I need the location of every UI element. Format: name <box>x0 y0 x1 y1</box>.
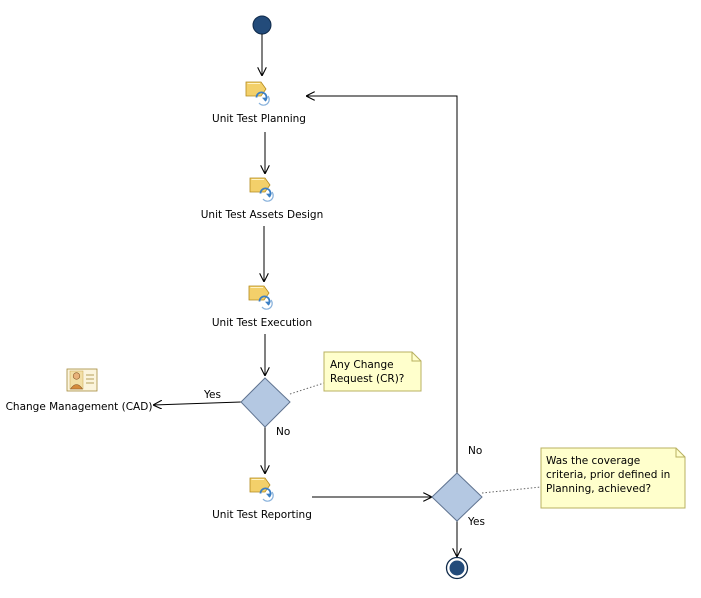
role-change-management[interactable]: Change Management (CAD) <box>6 368 153 413</box>
edge-cr-yes-to-change-management <box>153 402 242 405</box>
note-change-request[interactable]: Any Change Request (CR)? <box>323 351 422 392</box>
note-connector-cr <box>289 382 325 395</box>
note-coverage[interactable]: Was the coverage criteria, prior defined… <box>540 447 686 509</box>
activity-label: Unit Test Planning <box>212 113 306 125</box>
activity-unit-test-execution[interactable]: Unit Test Execution <box>212 285 312 329</box>
note-line: Request (CR)? <box>330 373 404 385</box>
coverage-yes-label: Yes <box>467 516 485 528</box>
task-cycle-icon <box>249 477 275 503</box>
cr-yes-label: Yes <box>203 389 221 401</box>
cr-no-label: No <box>276 426 290 438</box>
task-cycle-icon <box>248 285 274 311</box>
decision-change-request[interactable]: Yes No <box>203 377 291 438</box>
start-node <box>252 15 272 35</box>
activity-label: Unit Test Reporting <box>212 509 312 521</box>
end-node <box>445 556 469 580</box>
activity-unit-test-planning[interactable]: Unit Test Planning <box>212 81 306 125</box>
decision-coverage[interactable]: No Yes <box>431 445 485 528</box>
note-line: criteria, prior defined in <box>546 469 670 481</box>
task-cycle-icon <box>249 177 275 203</box>
activity-label: Unit Test Execution <box>212 317 312 329</box>
note-line: Planning, achieved? <box>546 483 651 495</box>
note-line: Was the coverage <box>546 455 640 467</box>
decision-diamond <box>431 472 483 522</box>
activity-unit-test-assets-design[interactable]: Unit Test Assets Design <box>201 177 324 221</box>
note-connector-coverage <box>481 486 542 494</box>
activity-label: Unit Test Assets Design <box>201 209 324 221</box>
task-cycle-icon <box>245 81 271 107</box>
note-line: Any Change <box>330 359 394 371</box>
decision-diamond <box>240 377 291 428</box>
role-label: Change Management (CAD) <box>6 401 153 413</box>
coverage-no-label: No <box>468 445 482 457</box>
edge-coverage-no-to-planning <box>306 96 458 473</box>
role-card-icon <box>66 368 98 392</box>
activity-unit-test-reporting[interactable]: Unit Test Reporting <box>212 477 312 521</box>
